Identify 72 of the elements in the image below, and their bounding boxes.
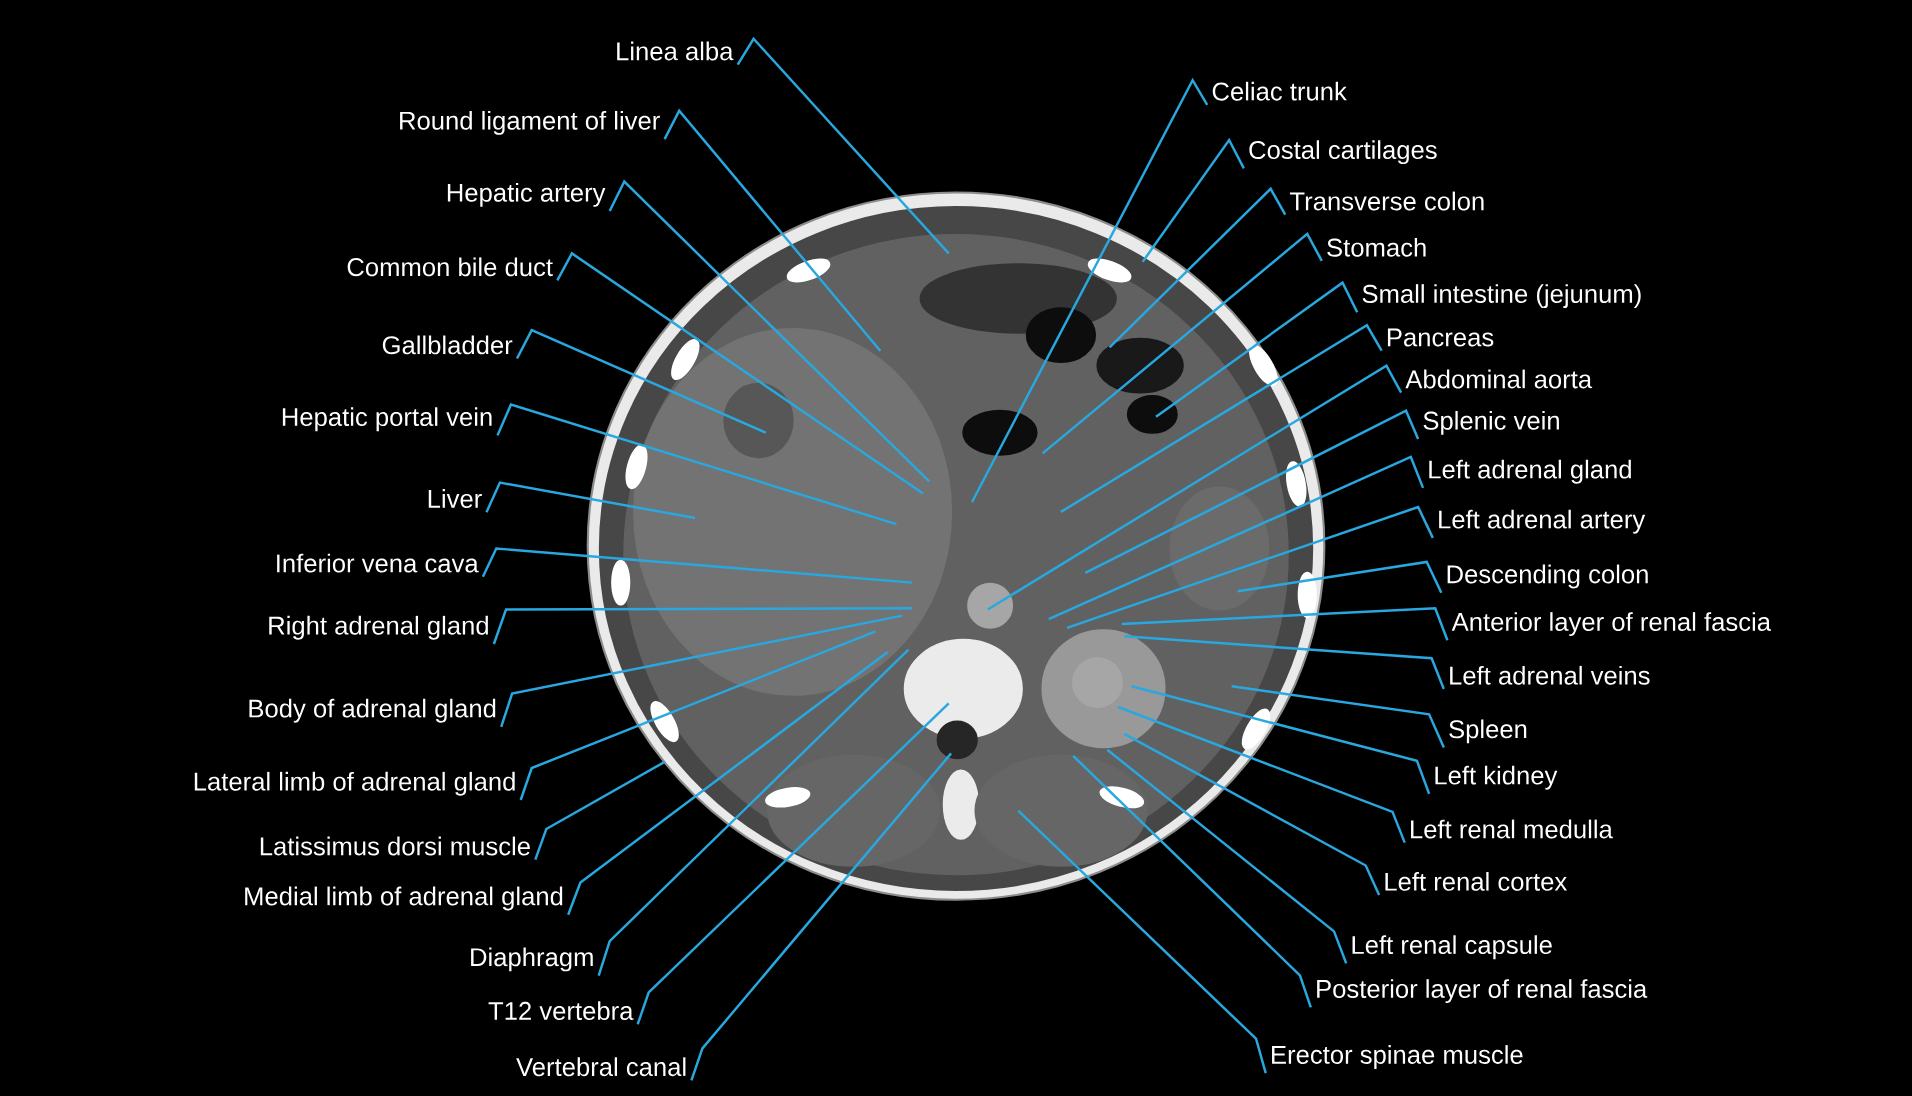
- leader-line: [1117, 705, 1406, 844]
- structure-label: Liver: [428, 489, 482, 508]
- structure-label: Linea alba: [617, 41, 734, 61]
- structure-label: Celiac trunk: [1212, 81, 1347, 101]
- structure-label: Costal cartilages: [1249, 140, 1437, 165]
- leader-line: [1060, 323, 1383, 513]
- structure-label: Vertebral canal: [516, 1057, 686, 1077]
- structure-label: Right adrenal gland: [269, 615, 488, 640]
- structure-label: Medial limb of adrenal gland: [245, 886, 563, 911]
- leader-line: [1066, 505, 1434, 629]
- structure-label: Left adrenal veins: [1450, 665, 1650, 685]
- structure-label: Left renal capsule: [1352, 935, 1552, 960]
- leader-line: [1121, 606, 1449, 641]
- structure-label: Small intestine (jejunum): [1362, 284, 1641, 309]
- structure-label: Latissimus dorsi muscle: [260, 836, 530, 856]
- leader-line: [1041, 232, 1323, 455]
- leader-line: [492, 606, 913, 645]
- leader-line: [636, 702, 950, 1025]
- structure-label: Common bile duct: [347, 257, 553, 277]
- leader-line: [1231, 685, 1445, 749]
- leader-line: [1123, 732, 1381, 896]
- structure-label: Inferior vena cava: [277, 553, 479, 573]
- structure-label: Abdominal aorta: [1405, 369, 1593, 389]
- leader-line: [519, 630, 876, 801]
- structure-label: Left renal cortex: [1385, 872, 1567, 891]
- leader-line: [515, 328, 767, 434]
- leader-line: [597, 648, 910, 976]
- leader-line: [608, 179, 931, 483]
- leader-line: [1237, 560, 1443, 594]
- leader-line: [1108, 186, 1287, 349]
- leader-line: [500, 614, 903, 728]
- leader-line: [690, 752, 953, 1081]
- structure-label: Pancreas: [1387, 328, 1494, 347]
- structure-label: Stomach: [1327, 237, 1426, 257]
- leader-line: [534, 760, 666, 861]
- structure-label: Left adrenal artery: [1439, 509, 1646, 534]
- structure-label: Diaphragm: [471, 947, 593, 972]
- structure-label: T12 vertebra: [488, 1001, 634, 1021]
- structure-label: Gallbladder: [382, 335, 513, 355]
- structure-label: Left kidney: [1435, 765, 1558, 790]
- leader-line: [496, 403, 897, 526]
- leader-line: [1124, 635, 1445, 690]
- leader-line: [736, 36, 950, 255]
- structure-label: Anterior layer of renal fascia: [1451, 612, 1772, 637]
- leader-line: [485, 481, 696, 520]
- leader-line: [663, 108, 882, 352]
- leader-line: [970, 77, 1209, 503]
- leader-line: [1106, 748, 1348, 964]
- structure-label: Round ligament of liver: [400, 110, 660, 135]
- leader-line: [1017, 809, 1267, 1074]
- structure-label: Transverse colon: [1290, 191, 1484, 211]
- leader-line: [1131, 685, 1431, 795]
- structure-label: Left adrenal gland: [1429, 459, 1631, 484]
- structure-label: Posterior layer of renal fascia: [1317, 979, 1648, 1004]
- leader-line: [987, 363, 1403, 611]
- structure-label: Lateral limb of adrenal gland: [194, 771, 515, 796]
- structure-label: Erector spinae muscle: [1272, 1045, 1523, 1069]
- leader-line: [1155, 280, 1359, 418]
- structure-label: Splenic vein: [1423, 410, 1559, 435]
- leader-line: [481, 547, 913, 584]
- structure-label: Left renal medulla: [1411, 819, 1613, 839]
- leader-line: [1048, 455, 1425, 621]
- structure-label: Descending colon: [1447, 564, 1648, 589]
- leader-line: [1072, 754, 1312, 1008]
- leader-line: [567, 651, 889, 916]
- leader-line: [1141, 137, 1245, 263]
- structure-label: Hepatic artery: [447, 182, 606, 207]
- structure-label: Spleen: [1449, 719, 1527, 744]
- structure-label: Body of adrenal gland: [249, 698, 496, 723]
- structure-label: Hepatic portal vein: [282, 407, 492, 432]
- leader-line: [1084, 409, 1420, 574]
- leader-line: [556, 251, 924, 495]
